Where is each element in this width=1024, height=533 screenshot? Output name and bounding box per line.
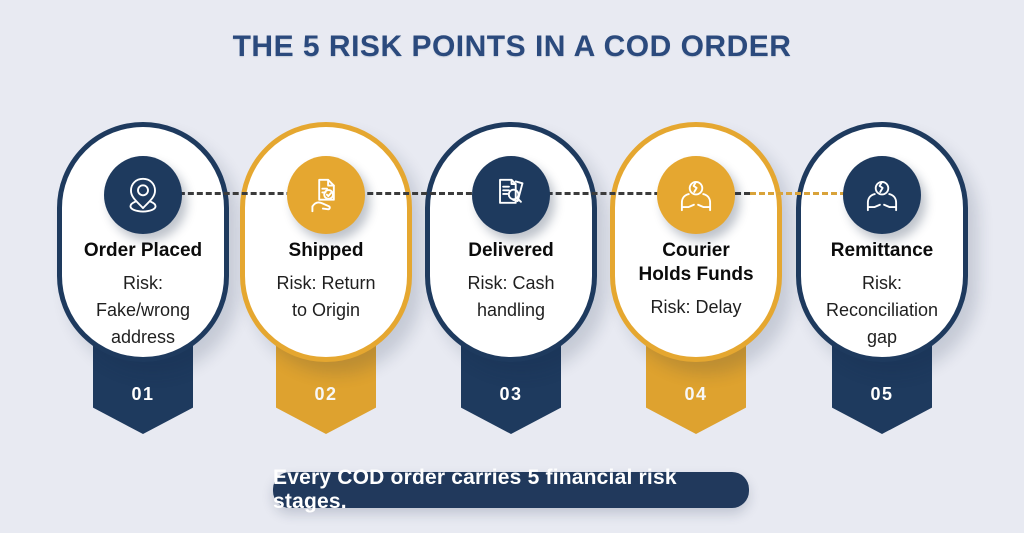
stage-title: Delivered bbox=[468, 240, 554, 261]
stage-number: 05 bbox=[870, 384, 894, 404]
document-check-hand-icon bbox=[311, 178, 335, 213]
stage-icon-circle bbox=[843, 156, 921, 234]
page-title: THE 5 RISK POINTS IN A COD ORDER bbox=[232, 30, 792, 63]
stage-number: 04 bbox=[684, 384, 708, 404]
stage-title: Order Placed bbox=[83, 240, 203, 261]
invoice-magnifier-icon bbox=[499, 178, 524, 204]
stage-number: 02 bbox=[314, 384, 338, 404]
stage-number: 03 bbox=[499, 384, 523, 404]
stage-icon-circle bbox=[472, 156, 550, 234]
stage-risk: Risk: Delay bbox=[650, 297, 742, 317]
hands-holding-funds-icon bbox=[866, 180, 898, 212]
connector-dashed-line bbox=[143, 192, 750, 195]
footer-text: Every COD order carries 5 financial risk… bbox=[273, 466, 677, 513]
footer-banner: Every COD order carries 5 financial risk… bbox=[273, 466, 749, 513]
stage-icon-circle bbox=[657, 156, 735, 234]
stage-title: Shipped bbox=[288, 240, 364, 261]
connector-dashed-line-yellow-segment bbox=[750, 192, 882, 195]
stage-title: Remittance bbox=[830, 240, 934, 261]
stage-number: 01 bbox=[131, 384, 155, 404]
location-pin-icon bbox=[129, 177, 157, 213]
hands-holding-funds-icon bbox=[680, 180, 712, 212]
stage-icon-circle bbox=[287, 156, 365, 234]
stage-icon-circle bbox=[104, 156, 182, 234]
